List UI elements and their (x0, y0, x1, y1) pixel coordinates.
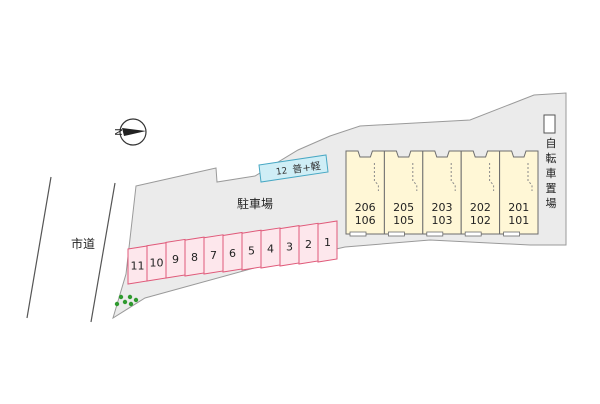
lot-label: 駐車場 (237, 196, 273, 211)
parking-space-number: 4 (267, 242, 274, 255)
greenery-dot-icon (133, 297, 139, 303)
bike-parking-label: 自転車置場 (546, 137, 557, 210)
greenery-dot-icon (122, 299, 128, 305)
unit-upper-number: 201 (508, 201, 529, 214)
parking-space-rect (127, 245, 148, 285)
parking-space-number: 10 (150, 256, 164, 269)
unit-entrance (503, 231, 521, 237)
parking-space-2[interactable]: 2 (298, 222, 319, 265)
parking-space-6[interactable]: 6 (222, 231, 243, 273)
parking-space-5[interactable]: 5 (241, 229, 262, 271)
unit-lower-number: 101 (508, 214, 529, 227)
parking-space-number: 3 (286, 240, 293, 253)
unit-interior-line (412, 163, 418, 191)
unit-entrance (349, 231, 367, 237)
unit-upper-number: 205 (393, 201, 414, 214)
unit-entrance (387, 231, 405, 237)
parking-space-number: 5 (248, 245, 255, 258)
parking-space-number: 6 (229, 247, 236, 260)
greenery-dot-icon (128, 301, 134, 307)
special-space-label: 普+軽 (292, 159, 322, 176)
unit-entrance (426, 231, 444, 237)
special-space-rect (258, 154, 329, 183)
unit-interior-line (373, 163, 379, 191)
unit-lower-number: 105 (393, 214, 414, 227)
unit-interior-line (527, 163, 533, 191)
parking-space-7[interactable]: 7 (203, 234, 224, 275)
parking-space-number: 8 (191, 251, 198, 264)
parking-space-8[interactable]: 8 (184, 236, 205, 277)
parking-space-number: 1 (324, 236, 331, 249)
greenery-dot-icon (127, 294, 133, 300)
parking-space-4[interactable]: 4 (260, 227, 281, 269)
parking-space-10[interactable]: 10 (146, 242, 167, 282)
bike-parking[interactable]: 自転車置場 (543, 114, 557, 210)
greenery-dots (114, 294, 139, 307)
parking-space-number: 7 (210, 249, 217, 262)
greenery-dot-icon (114, 301, 120, 307)
road-label: 市道 (71, 236, 95, 251)
parking-space-1[interactable]: 1 (317, 220, 338, 263)
compass-label: N (114, 128, 125, 135)
special-space-number: 12 (275, 166, 288, 177)
unit-lower-number: 102 (470, 214, 491, 227)
unit-interior-line (489, 163, 495, 191)
unit-lower-number: 103 (432, 214, 453, 227)
unit-upper-number: 202 (470, 201, 491, 214)
greenery-dot-icon (118, 294, 124, 300)
parking-space-9[interactable]: 9 (165, 238, 186, 279)
unit-upper-number: 203 (432, 201, 453, 214)
road-line-left (26, 176, 52, 319)
parking-space-3[interactable]: 3 (279, 225, 300, 267)
compass-needle-icon (122, 128, 146, 136)
parking-space-number: 2 (305, 238, 312, 251)
unit-interior-line (450, 163, 456, 191)
bike-parking-box (543, 114, 556, 134)
unit-entrance (464, 231, 482, 237)
parking-space-number: 11 (131, 260, 145, 273)
unit-lower-number: 106 (355, 214, 376, 227)
parking-space-12[interactable]: 12 普+軽 (258, 154, 329, 183)
compass: N (114, 118, 147, 146)
parking-space-11[interactable]: 11 (127, 245, 148, 285)
unit-upper-number: 206 (355, 201, 376, 214)
road-line-right (90, 182, 116, 323)
parking-space-number: 9 (172, 253, 179, 266)
